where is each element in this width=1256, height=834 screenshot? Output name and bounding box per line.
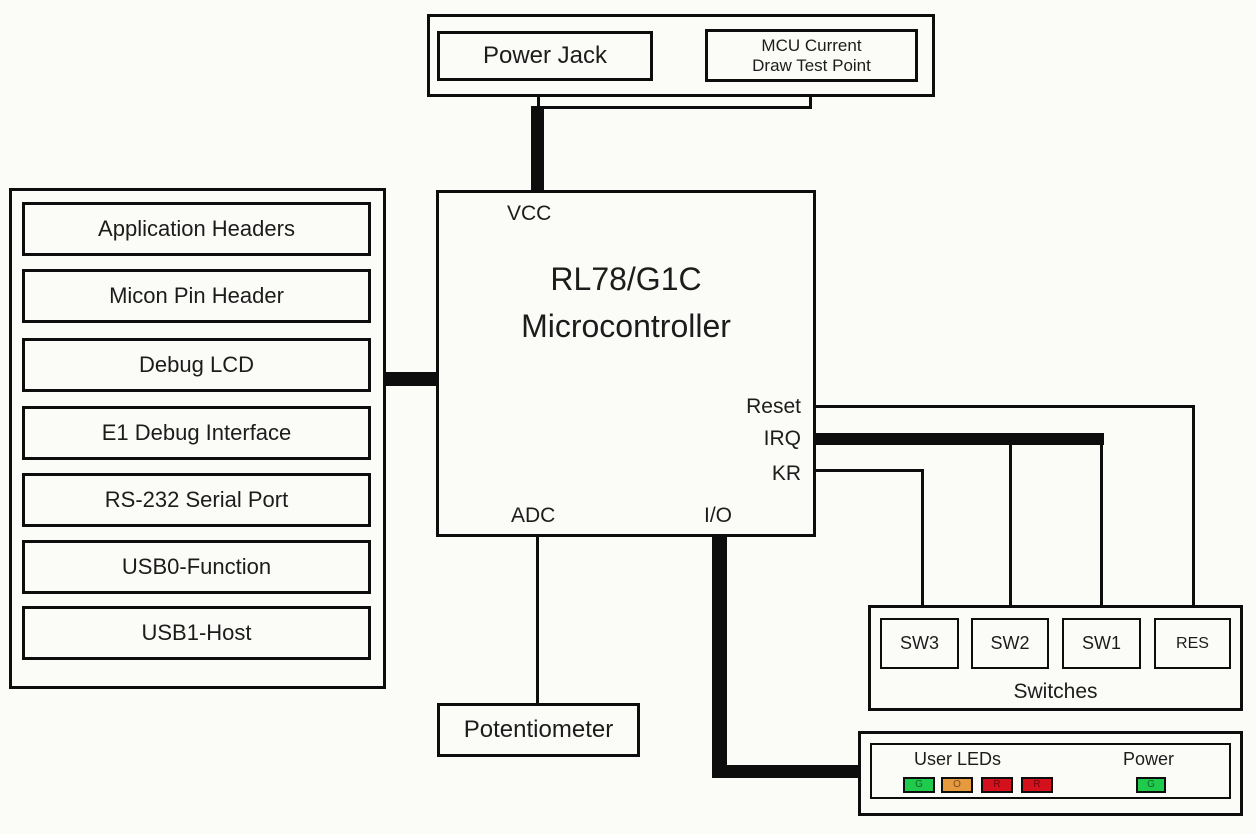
power-jack-box: Power Jack <box>437 31 653 81</box>
micon-pin-header-label: Micon Pin Header <box>109 283 284 308</box>
wire-vcc-thick <box>531 106 544 192</box>
switches-group-label: Switches <box>1013 680 1098 703</box>
usb1-host-label: USB1-Host <box>141 620 252 645</box>
mcu-pin-adc: ADC <box>511 504 556 527</box>
box-usb1-host: USB1-Host <box>22 606 371 660</box>
wire-sw3-vertical <box>921 469 924 620</box>
user-led-orange: O <box>941 777 973 793</box>
mcu-current-test-point-box: MCU Current Draw Test Point <box>705 29 918 82</box>
sw3-label: SW3 <box>899 633 939 653</box>
power-led: G <box>1136 777 1166 793</box>
mcu-pin-kr: KR <box>771 462 801 485</box>
box-debug-lcd: Debug LCD <box>22 338 371 392</box>
box-usb0-function: USB0-Function <box>22 540 371 594</box>
switch-sw2: SW2 <box>971 618 1049 669</box>
user-led-orange-letter: O <box>953 779 961 790</box>
wire-sw2-vertical <box>1009 443 1012 620</box>
user-led-red-2-letter: R <box>1033 779 1041 790</box>
user-led-red-1-letter: R <box>993 779 1001 790</box>
user-leds-label: User LEDs <box>914 749 1002 769</box>
wire-sw1-vertical <box>1100 443 1103 620</box>
wire-kr-horizontal <box>814 469 924 472</box>
potentiometer-label: Potentiometer <box>463 716 614 743</box>
box-rs232-serial-port: RS-232 Serial Port <box>22 473 371 527</box>
test-point-line-2: Draw Test Point <box>752 55 871 75</box>
switch-sw1: SW1 <box>1062 618 1141 669</box>
box-e1-debug-interface: E1 Debug Interface <box>22 406 371 460</box>
wire-power-junction <box>537 106 812 109</box>
box-micon-pin-header: Micon Pin Header <box>22 269 371 323</box>
switch-sw3: SW3 <box>880 618 959 669</box>
sw1-label: SW1 <box>1081 633 1121 653</box>
application-headers-label: Application Headers <box>98 216 295 241</box>
rs232-serial-port-label: RS-232 Serial Port <box>104 487 289 512</box>
mcu-box: VCC RL78/G1C Microcontroller Reset IRQ K… <box>436 190 816 537</box>
potentiometer-box: Potentiometer <box>437 703 640 757</box>
box-application-headers: Application Headers <box>22 202 371 256</box>
power-jack-label: Power Jack <box>482 42 608 69</box>
switch-res: RES <box>1154 618 1231 669</box>
wire-irq-thick <box>814 433 1104 445</box>
wire-adc <box>536 535 539 705</box>
sw2-label: SW2 <box>990 633 1030 653</box>
test-point-line-1: MCU Current <box>761 35 862 55</box>
mcu-pin-io: I/O <box>704 504 733 527</box>
mcu-title-line-2: Microcontroller <box>521 308 731 344</box>
wire-reset-vertical <box>1192 405 1195 620</box>
debug-lcd-label: Debug LCD <box>139 352 254 377</box>
power-led-letter: G <box>1147 779 1155 790</box>
wire-reset-horizontal <box>814 405 1195 408</box>
user-led-green: G <box>903 777 935 793</box>
mcu-title-line-1: RL78/G1C <box>550 261 702 297</box>
wire-io-vertical <box>712 535 727 778</box>
user-led-red-2: R <box>1021 777 1053 793</box>
mcu-title: RL78/G1C Microcontroller <box>439 256 813 350</box>
user-led-red-1: R <box>981 777 1013 793</box>
user-led-green-letter: G <box>915 779 923 790</box>
mcu-pin-reset: Reset <box>746 395 801 418</box>
mcu-pin-irq: IRQ <box>763 427 801 450</box>
e1-debug-interface-label: E1 Debug Interface <box>101 420 292 445</box>
res-label: RES <box>1176 634 1209 652</box>
wire-io-horizontal <box>712 765 872 778</box>
mcu-pin-vcc: VCC <box>507 202 552 225</box>
power-led-label: Power <box>1123 749 1175 769</box>
wire-left-panel-bus <box>383 372 439 386</box>
usb0-function-label: USB0-Function <box>121 554 272 579</box>
